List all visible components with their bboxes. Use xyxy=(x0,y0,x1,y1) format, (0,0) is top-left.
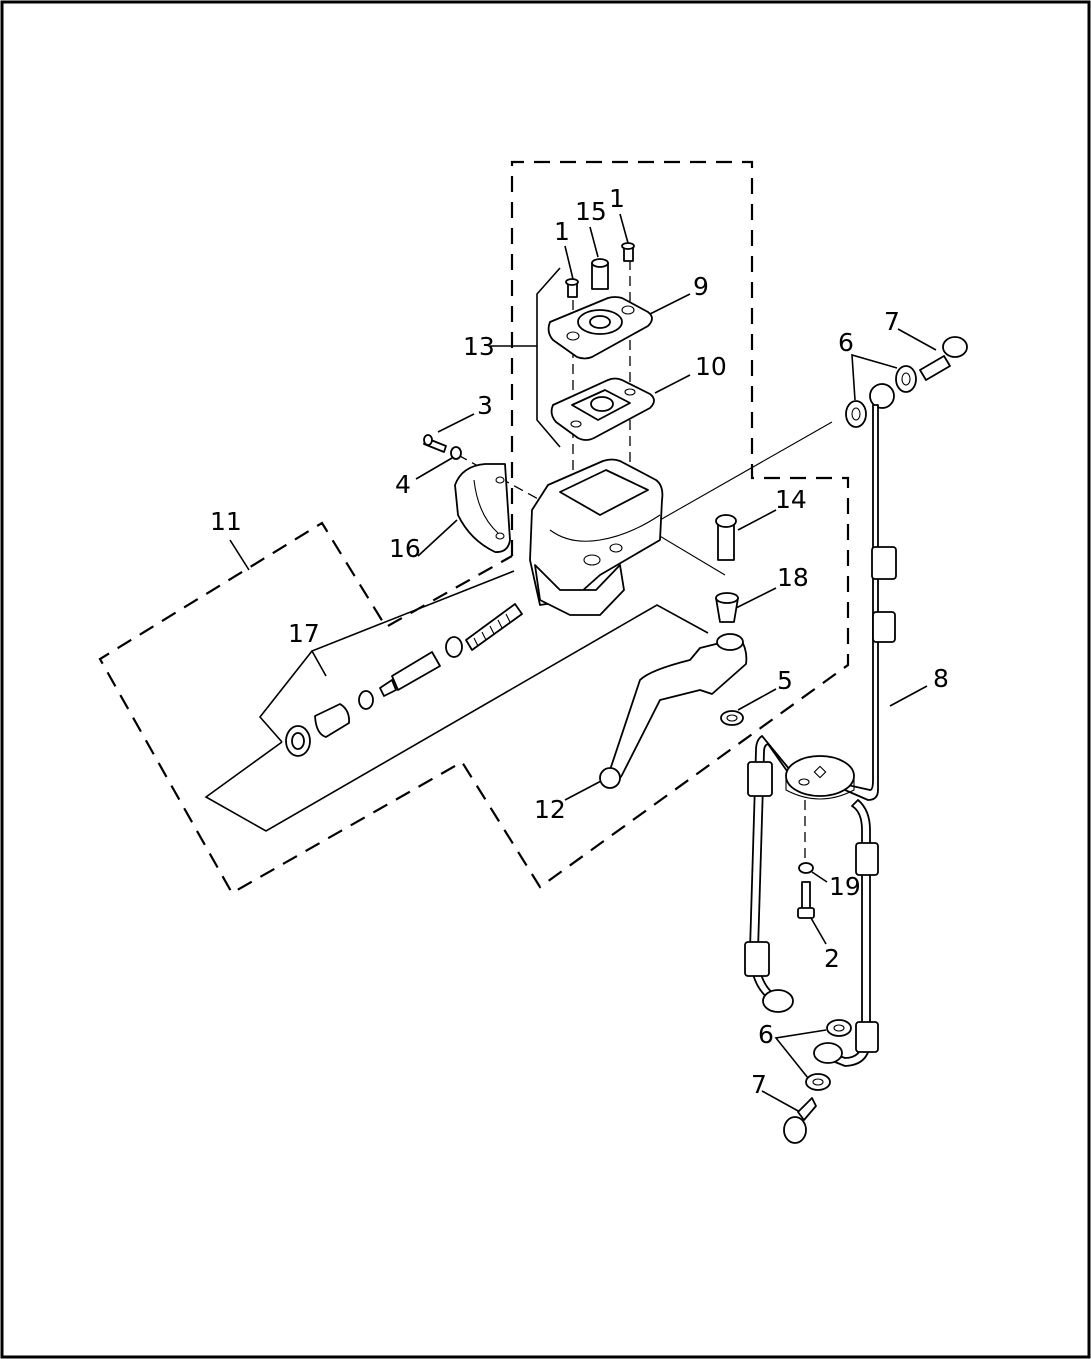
upper-banjo-bolt xyxy=(845,336,968,428)
callout-label: 14 xyxy=(775,485,807,514)
callout-label: 15 xyxy=(575,197,607,226)
callout-label: 9 xyxy=(693,272,709,301)
callout-labels: 1 15 1 9 13 10 3 4 16 7 6 14 11 18 17 5 … xyxy=(210,184,949,1099)
brake-line xyxy=(744,383,897,1067)
callout-label: 8 xyxy=(933,664,949,693)
callout-label: 16 xyxy=(389,534,421,563)
pivot-bushing xyxy=(715,592,739,623)
junction-screw xyxy=(797,862,815,919)
callout-label: 4 xyxy=(395,470,411,499)
callout-label: 3 xyxy=(477,391,493,420)
reservoir-gasket xyxy=(550,377,655,441)
reservoir-cover xyxy=(547,296,653,360)
clamp-screw xyxy=(423,434,462,460)
callout-label: 19 xyxy=(829,872,861,901)
callout-label: 10 xyxy=(695,352,727,381)
lower-banjo-bolt xyxy=(783,1019,852,1144)
callout-label: 18 xyxy=(777,563,809,592)
piston-assembly xyxy=(285,603,523,757)
master-cylinder-body xyxy=(529,458,664,616)
callout-label: 7 xyxy=(751,1070,767,1099)
callout-label: 2 xyxy=(824,944,840,973)
callout-label: 17 xyxy=(288,619,320,648)
callout-label: 11 xyxy=(210,507,242,536)
dashed-boundaries xyxy=(98,160,850,895)
vent-plug xyxy=(591,258,609,290)
callout-label: 12 xyxy=(534,795,566,824)
callout-label: 7 xyxy=(884,307,900,336)
handlebar-clamp xyxy=(454,463,511,553)
callout-label: 5 xyxy=(777,666,793,695)
callout-label: 13 xyxy=(463,332,495,361)
callout-label: 6 xyxy=(838,328,854,357)
callout-label: 1 xyxy=(609,184,625,213)
retaining-clip xyxy=(720,710,744,726)
callout-label: 1 xyxy=(554,217,570,246)
cover-screws xyxy=(565,242,635,298)
hand-lever xyxy=(599,633,748,789)
pivot-pin xyxy=(715,514,737,561)
callout-label: 6 xyxy=(758,1020,774,1049)
leader-lines xyxy=(204,213,937,1113)
